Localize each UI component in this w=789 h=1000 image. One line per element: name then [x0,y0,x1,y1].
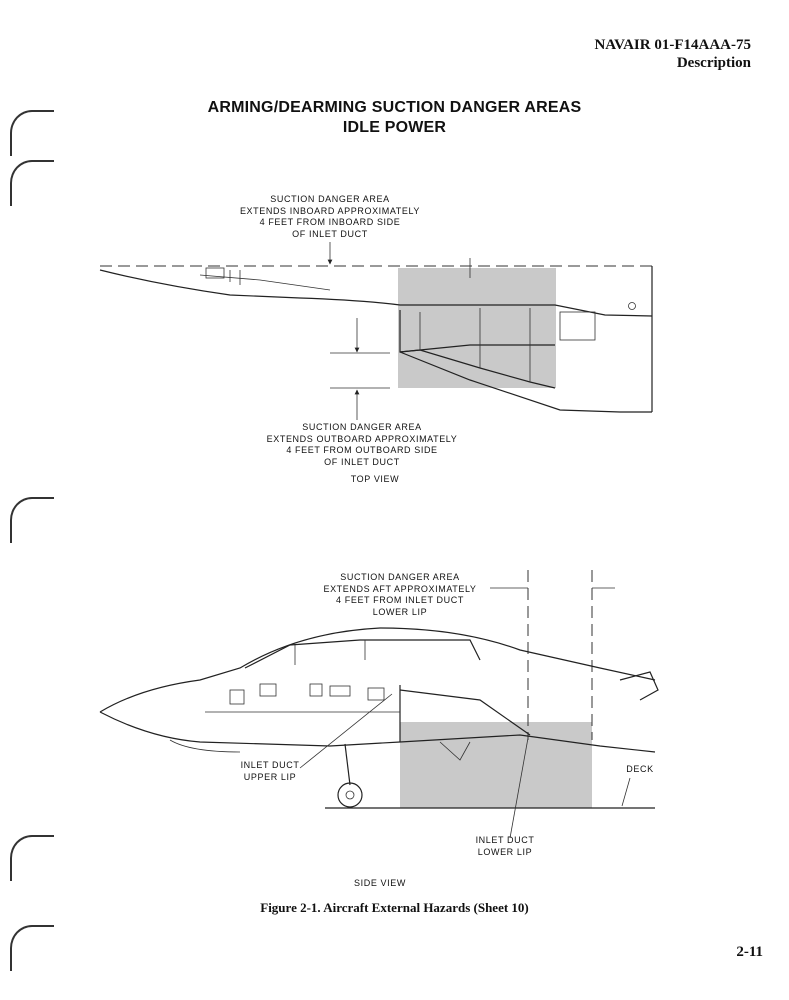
side-danger-area [400,722,592,808]
binder-hole [10,160,54,206]
section-name: Description [676,55,751,71]
note-line: EXTENDS INBOARD APPROXIMATELY [239,205,421,216]
note-line: 4 FEET FROM INLET DUCT [336,595,464,605]
top-inlet-duct [399,310,556,389]
note-inboard: SUCTION DANGER AREA EXTENDS INBOARD APPR… [230,194,430,240]
figure-title: ARMING/DEARMING SUCTION DANGER AREAS IDL… [0,98,789,138]
view-label-text: SIDE VIEW [354,878,406,888]
note-line: OF INLET DUCT [292,228,368,239]
title-line-2: IDLE POWER [342,119,447,136]
lower-lip-label: INLET DUCT LOWER LIP [460,835,550,858]
upper-lip-leader [299,693,393,769]
note-line: EXTENDS AFT APPROXIMATELY [323,583,477,594]
binder-hole [10,497,54,543]
note-line: SUCTION DANGER AREA [340,572,460,582]
note-line: INLET DUCT [240,760,300,770]
note-line: INLET DUCT [475,835,535,845]
side-upper-fuselage [99,627,656,713]
top-fuselage-outline [99,269,653,317]
document-number: NAVAIR 01-F14AAA-75 [594,37,751,53]
note-line: 4 FEET FROM OUTBOARD SIDE [286,445,438,455]
note-line: SUCTION DANGER AREA [302,422,422,432]
title-line-1: ARMING/DEARMING SUCTION DANGER AREAS [207,99,582,116]
binder-hole [10,110,54,156]
note-line: OF INLET DUCT [324,456,400,467]
nose-gear-strut [344,743,351,786]
side-canopy [244,639,481,669]
top-view-drawing [99,242,653,420]
top-danger-area [398,268,556,388]
top-wing-glove [399,351,652,413]
deck-label: DECK [615,764,665,776]
side-view-drawing [99,570,659,839]
side-view-label: SIDE VIEW [305,878,455,890]
note-outboard: SUCTION DANGER AREA EXTENDS OUTBOARD APP… [262,422,462,468]
note-aft: SUCTION DANGER AREA EXTENDS AFT APPROXIM… [310,572,490,618]
note-line: LOWER LIP [477,846,533,857]
nose-gear-wheel [337,782,363,808]
note-line: LOWER LIP [372,606,428,617]
page-number: 2-11 [736,944,763,960]
side-tail [619,671,659,701]
top-view-label: TOP VIEW [300,474,450,486]
figure-caption: Figure 2-1. Aircraft External Hazards (S… [260,900,529,915]
note-line: 4 FEET FROM INBOARD SIDE [259,217,401,227]
note-line: UPPER LIP [243,771,297,782]
note-line: DECK [626,764,654,774]
note-line: SUCTION DANGER AREA [270,194,390,204]
binder-hole [10,925,54,971]
upper-lip-label: INLET DUCT UPPER LIP [225,760,315,783]
lower-lip-leader [509,737,529,839]
binder-hole [10,835,54,881]
deck-leader [621,777,631,807]
side-inlet-duct [399,689,531,736]
note-line: EXTENDS OUTBOARD APPROXIMATELY [266,433,458,444]
view-label-text: TOP VIEW [350,474,400,484]
document-header: NAVAIR 01-F14AAA-75 Description [594,36,751,72]
